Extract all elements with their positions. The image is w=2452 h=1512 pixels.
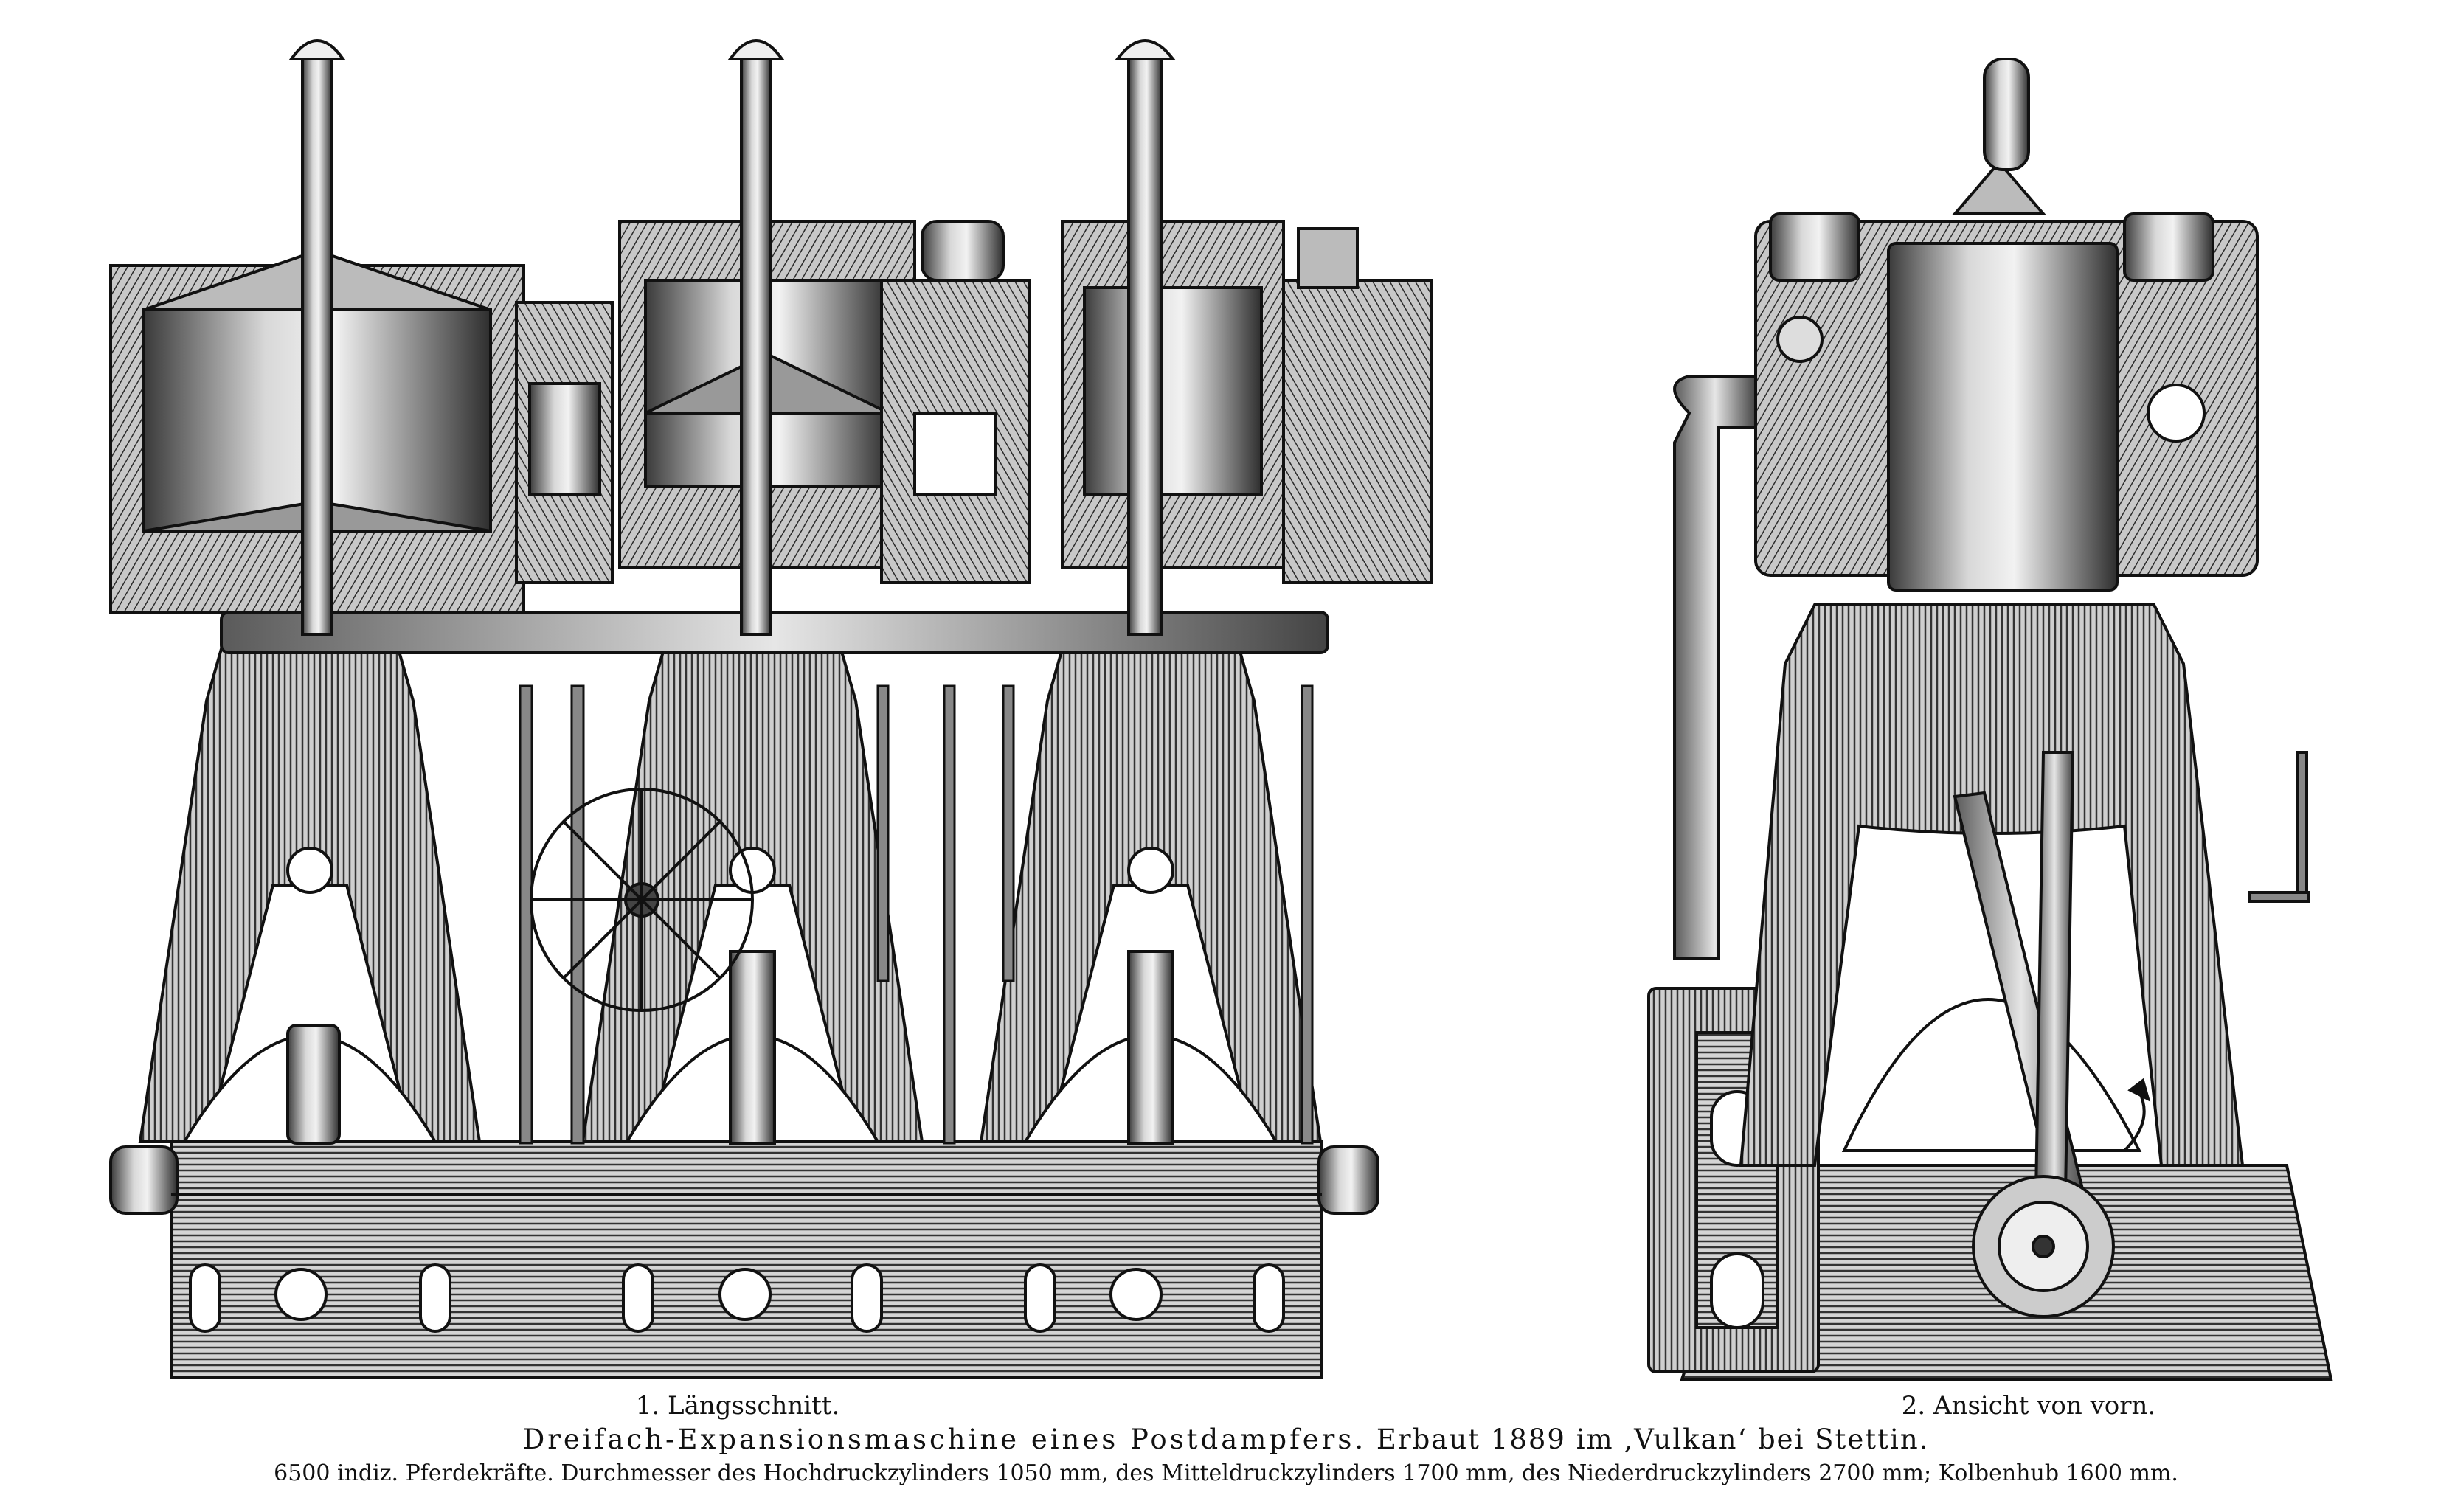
hp-cylinder-section — [109, 249, 614, 614]
front-cylinder-block — [1754, 58, 2259, 592]
exhaust-pipe — [1673, 375, 1757, 960]
mp-cylinder-section — [618, 220, 1031, 584]
a-frame-3 — [979, 648, 1323, 1145]
bedplate — [170, 1140, 1323, 1379]
fig2-front-view — [1647, 58, 2333, 1381]
plate-specifications: 6500 indiz. Pferdekräfte. Durchmesser de… — [274, 1460, 2178, 1486]
piston-rod-2 — [727, 39, 785, 636]
plate-title: Dreifach-Expansionsmaschine eines Postda… — [0, 1423, 2452, 1455]
plate-title-main: Dreifach-Expansionsmaschine eines Postda… — [522, 1423, 1367, 1455]
crank-disc — [1972, 1175, 2115, 1318]
plate-title-built: Erbaut 1889 im ‚Vulkan‘ bei Stettin. — [1376, 1423, 1930, 1455]
a-frame-1 — [138, 648, 482, 1145]
fig1-longitudinal-section — [109, 39, 1433, 1379]
crosshead-beam — [220, 611, 1329, 654]
turning-wheel — [530, 788, 754, 1012]
a-frame-2 — [581, 648, 924, 1145]
rotation-arrow — [2123, 1091, 2146, 1152]
figure-1-caption: 1. Längsschnitt. — [635, 1391, 840, 1421]
figure-2-caption: 2. Ansicht von vorn. — [1901, 1391, 2156, 1421]
piston-rod-3 — [1115, 39, 1177, 636]
lp-cylinder-section — [1061, 220, 1433, 584]
piston-rod-1 — [288, 39, 346, 636]
